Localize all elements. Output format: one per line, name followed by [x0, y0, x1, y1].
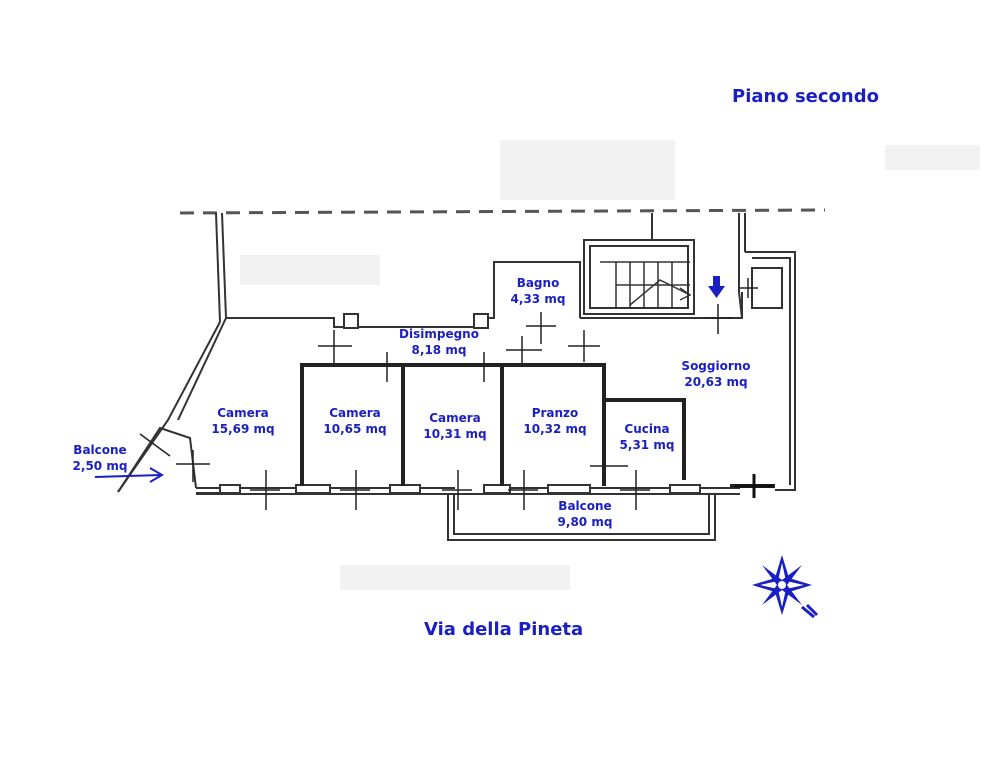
- floor-title: Piano secondo: [732, 86, 879, 107]
- outer-walls: [117, 212, 796, 541]
- entrance-arrow-icon: [708, 276, 725, 298]
- street-name: Via della Pineta: [424, 619, 584, 640]
- cross-marks: [139, 278, 758, 510]
- inner-walls: [300, 363, 775, 488]
- boundary-dashed-line: [179, 208, 826, 215]
- balcony-pointer-arrow-icon: [94, 467, 164, 483]
- background-smudges: [240, 140, 980, 590]
- staircase-icon: [600, 261, 692, 308]
- compass-rose-icon: [752, 555, 819, 619]
